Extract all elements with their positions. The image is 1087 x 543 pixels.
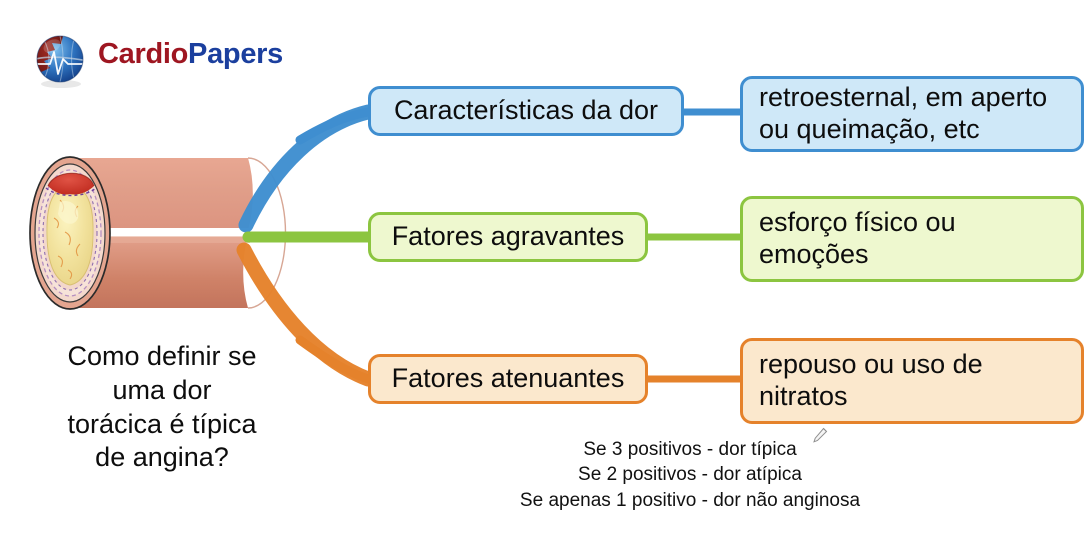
branch-criterion-label: Fatores agravantes (391, 221, 625, 252)
scoring-rules: Se 3 positivos - dor típica Se 2 positiv… (519, 439, 861, 511)
branch-criterion-atenuantes[interactable]: Fatores atenuantes (368, 354, 648, 404)
branch-detail-label: esforço físico ou emoções (759, 207, 956, 269)
branch-detail-agravantes[interactable]: esforço físico ou emoções (740, 196, 1084, 282)
branch-detail-label: repouso ou uso de nitratos (759, 349, 983, 411)
brand-name-part1: Cardio (98, 38, 189, 70)
branch-detail-atenuantes[interactable]: repouso ou uso de nitratos (740, 338, 1084, 424)
atherosclerotic-artery-illustration (29, 156, 287, 310)
globe-ecg-icon (36, 35, 84, 88)
branch-detail-caracteristicas[interactable]: retroesternal, em aperto ou queimação, e… (740, 76, 1084, 152)
brand-logo: CardioPapers (26, 28, 306, 92)
central-question: Como definir se uma dor torácica é típic… (67, 341, 257, 473)
branch-criterion-label: Fatores atenuantes (391, 363, 625, 394)
pencil-cursor-icon (813, 427, 828, 443)
brand-name: CardioPapers (98, 38, 283, 71)
branch-criterion-label: Características da dor (393, 95, 659, 126)
brand-name-part2: Papers (188, 38, 283, 70)
branch-criterion-caracteristicas[interactable]: Características da dor (368, 86, 684, 136)
branch-criterion-agravantes[interactable]: Fatores agravantes (368, 212, 648, 262)
branch-detail-label: retroesternal, em aperto ou queimação, e… (759, 82, 1048, 144)
